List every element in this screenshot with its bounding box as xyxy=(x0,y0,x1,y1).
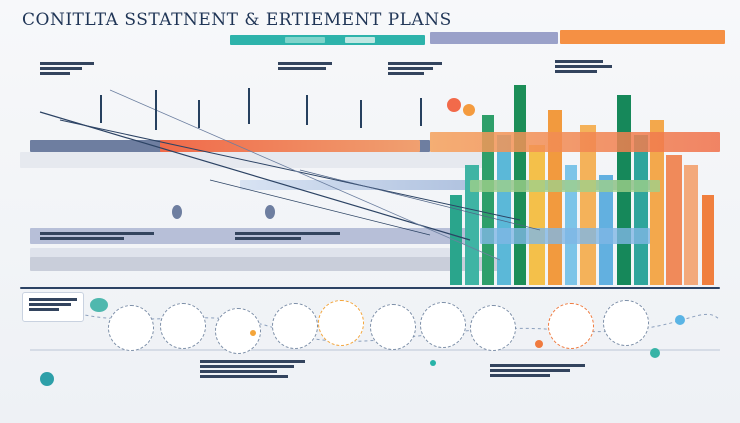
person-icon xyxy=(40,372,54,386)
trend-line-4 xyxy=(209,179,431,236)
pin-4 xyxy=(248,88,250,124)
vbar-12 xyxy=(634,135,648,285)
vbar-13 xyxy=(650,120,664,285)
vbar-2 xyxy=(465,165,479,285)
coin-icon xyxy=(463,104,475,116)
step-circle-5 xyxy=(318,300,364,346)
pin-5 xyxy=(306,95,308,125)
step-circle-6 xyxy=(370,304,416,350)
dot-teal-1 xyxy=(430,360,436,366)
step-circle-4 xyxy=(272,303,318,349)
house-icon xyxy=(172,205,182,219)
step-circle-1 xyxy=(108,305,154,351)
dot-orange-1 xyxy=(535,340,543,348)
trend-line-1 xyxy=(39,111,471,241)
step-circle-8 xyxy=(470,305,516,351)
text-block-3 xyxy=(388,60,448,77)
vbar-14 xyxy=(666,155,682,285)
vbar-1 xyxy=(450,195,462,285)
piggy-bank-icon xyxy=(90,298,108,312)
dot-orange-2 xyxy=(250,330,256,336)
top-band-orange xyxy=(560,30,725,44)
text-block-1 xyxy=(40,60,100,77)
chart-icon xyxy=(675,315,685,325)
pin-6 xyxy=(360,100,362,128)
band-blue-right xyxy=(480,228,650,244)
trend-line-2 xyxy=(59,119,521,221)
text-block-2 xyxy=(278,60,338,72)
top-band-light xyxy=(345,37,375,43)
step-circle-7 xyxy=(420,302,466,348)
house-icon-2 xyxy=(265,205,275,219)
vbar-15 xyxy=(684,165,698,285)
top-band-lavender xyxy=(430,32,558,44)
pin-2 xyxy=(155,90,157,130)
step-circle-2 xyxy=(160,303,206,349)
step-circle-10 xyxy=(603,300,649,346)
trend-line-5 xyxy=(299,169,541,231)
band-green-right xyxy=(470,180,660,192)
text-block-4 xyxy=(555,58,615,75)
text-block-8 xyxy=(490,362,590,379)
pin-head-icon xyxy=(447,98,461,112)
gear-icon xyxy=(650,348,660,358)
text-block-5 xyxy=(40,230,160,242)
page-title: CONITLTA SSTATNENT & ERTIEMENT PLANS xyxy=(22,10,452,30)
text-block-6 xyxy=(235,230,345,242)
step-circle-3 xyxy=(215,308,261,354)
step-circle-9 xyxy=(548,303,594,349)
band-orange-right xyxy=(430,132,720,152)
top-band-teal xyxy=(230,35,425,45)
trend-line-3 xyxy=(109,89,501,261)
vbar-4 xyxy=(497,135,511,285)
top-band-lightteal xyxy=(285,37,325,43)
pin-1 xyxy=(100,95,102,123)
vbar-9 xyxy=(580,125,596,285)
pin-7 xyxy=(420,98,422,126)
vbar-16 xyxy=(702,195,714,285)
band-orange-1 xyxy=(160,140,420,152)
pin-3 xyxy=(198,100,200,128)
left-tag xyxy=(22,292,84,322)
band-bottom-line xyxy=(20,287,720,289)
band-light-1 xyxy=(30,248,450,258)
band-grey-2 xyxy=(30,257,500,271)
vbar-8 xyxy=(565,165,577,285)
text-block-7 xyxy=(200,358,310,380)
band-white-1 xyxy=(20,152,490,168)
band-blue-1 xyxy=(240,180,660,190)
